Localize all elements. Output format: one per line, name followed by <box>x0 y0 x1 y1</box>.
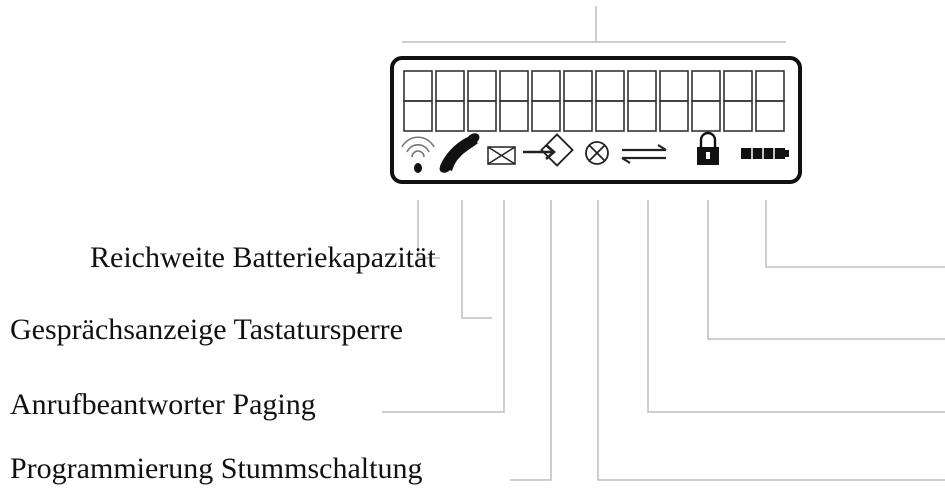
label-answering-paging: Anrufbeantworter Paging <box>10 388 316 421</box>
lcd-digit-cell <box>627 70 657 132</box>
padlock-icon <box>697 131 719 165</box>
leader-line-signal <box>417 200 440 259</box>
lcd-digit-cell <box>563 70 593 132</box>
paging-arrows-icon <box>621 144 667 164</box>
envelope-icon <box>487 146 516 165</box>
lcd-digit-cell <box>467 70 497 132</box>
label-call-keylock: Gesprächsanzeige Tastatursperre <box>10 313 403 346</box>
leader-line-mute <box>597 200 945 481</box>
lcd-digit-cell <box>435 70 465 132</box>
leader-line-phone <box>461 200 492 319</box>
lcd-digit-cell <box>531 70 561 132</box>
lcd-digit-cell <box>595 70 625 132</box>
lcd-digit-cell <box>755 70 785 132</box>
leader-line-battery <box>765 200 945 268</box>
lcd-digit-row <box>403 70 785 132</box>
lcd-digit-cell <box>691 70 721 132</box>
label-programming-mute: Programmierung Stummschaltung <box>10 452 423 485</box>
lcd-digit-cell <box>659 70 689 132</box>
lcd-digit-cell <box>403 70 433 132</box>
leader-lines <box>382 200 945 481</box>
label-range-battery: Reichweite Batteriekapazität <box>90 241 436 274</box>
leader-line-paging <box>647 200 945 413</box>
lcd-digit-cell <box>723 70 753 132</box>
mute-icon <box>585 141 609 165</box>
battery-icon <box>741 148 789 159</box>
lcd-digit-cell <box>499 70 529 132</box>
top-leader-lines <box>402 6 786 43</box>
leader-line-padlock <box>707 200 945 340</box>
programming-arrow-icon <box>523 133 574 167</box>
phone-handset-icon <box>439 133 480 173</box>
leader-line-envelope <box>382 200 505 413</box>
leader-line-programming <box>510 200 552 481</box>
signal-strength-icon <box>401 136 435 173</box>
